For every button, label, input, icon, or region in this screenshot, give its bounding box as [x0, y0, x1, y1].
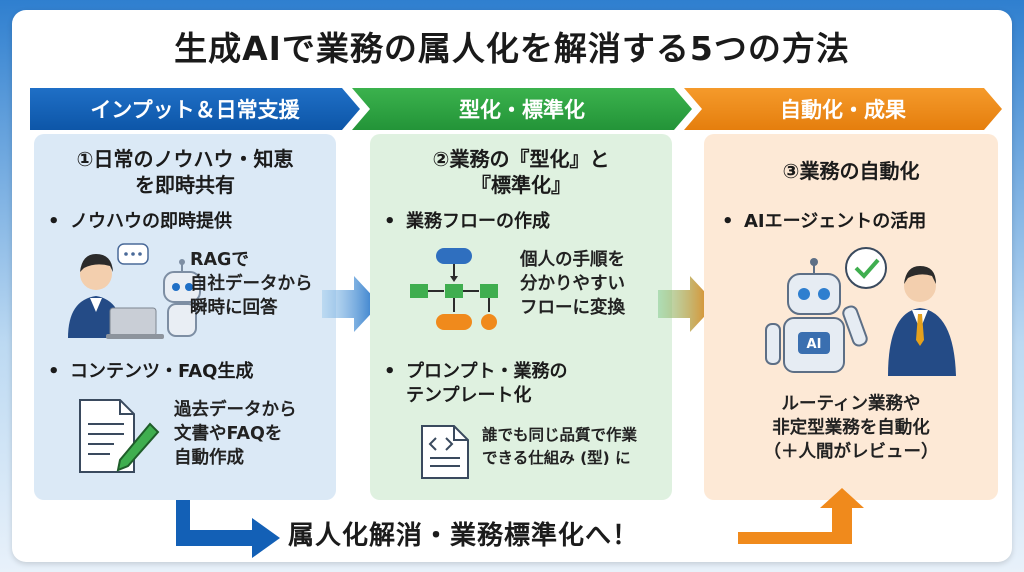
- person-laptop-robot-icon: [68, 243, 201, 339]
- step1-title-line1: ①日常のノウハウ・知恵: [76, 147, 294, 171]
- code-document-icon: [421, 425, 469, 479]
- step1-header: インプット＆日常支援: [30, 88, 360, 130]
- step1-title-line2: を即時共有: [135, 173, 235, 197]
- step3-bullet1-label: AIエージェントの活用: [744, 211, 927, 232]
- desc-line: 非定型業務を自動化: [772, 418, 930, 438]
- desc-line: （＋人間がレビュー）: [763, 442, 939, 462]
- step2-bullet2-desc: 誰でも同じ品質で作業 できる仕組み (型) に: [482, 424, 637, 470]
- arrow-right-icon: [322, 276, 380, 332]
- desc-line: 自社データから: [190, 274, 313, 294]
- step2-bullet1: •業務フローの作成: [384, 211, 550, 232]
- step1-panel: ①日常のノウハウ・知恵 を即時共有 •ノウハウの即時提供 RAGで 自社データか…: [34, 134, 336, 500]
- step2-title-line1: ②業務の『型化』と: [432, 147, 610, 171]
- step2-bullet1-label: 業務フローの作成: [406, 211, 550, 232]
- page-title: 生成AIで業務の属人化を解消する5つの方法: [174, 29, 850, 68]
- bottom-right-arrow-icon: [738, 488, 864, 544]
- step2-title-line2: 『標準化』: [471, 173, 571, 197]
- step1-bullet1-label: ノウハウの即時提供: [70, 211, 232, 232]
- desc-line: 自動作成: [174, 448, 244, 468]
- desc-line: RAGで: [190, 250, 249, 270]
- step2-panel: ②業務の『型化』と 『標準化』 •業務フローの作成 個人の手順を 分かりやすい …: [370, 134, 672, 500]
- document-pen-icon: [79, 399, 160, 473]
- step2-bullet2: •プロンプト・業務の テンプレート化: [384, 361, 568, 406]
- step3-bullet1-desc: ルーティン業務や 非定型業務を自動化 （＋人間がレビュー）: [704, 392, 998, 464]
- step2-bullet2-label-line1: プロンプト・業務の: [406, 361, 568, 382]
- bottom-message: 属人化解消・業務標準化へ！: [288, 521, 640, 551]
- desc-line: できる仕組み (型) に: [482, 449, 631, 467]
- step3-panel: ③業務の自動化 •AIエージェントの活用 AI ルーティン業務や 非定型業務を自…: [704, 134, 998, 500]
- step1-bullet1: •ノウハウの即時提供: [48, 211, 232, 232]
- step2-header: 型化・標準化: [352, 88, 692, 130]
- step1-bullet2: •コンテンツ・FAQ生成: [48, 361, 254, 382]
- robot-businessman-icon: AI: [765, 247, 956, 376]
- desc-line: 瞬時に回答: [190, 298, 278, 318]
- step3-title: ③業務の自動化: [782, 159, 920, 183]
- step2-bullet2-label-line2: テンプレート化: [406, 385, 532, 406]
- step2-bullet1-desc: 個人の手順を 分かりやすい フローに変換: [520, 248, 625, 320]
- desc-line: ルーティン業務や: [781, 394, 921, 414]
- desc-line: 分かりやすい: [520, 274, 625, 294]
- desc-line: 誰でも同じ品質で作業: [482, 426, 638, 444]
- step3-header: 自動化・成果: [684, 88, 1002, 130]
- desc-line: 文書やFAQを: [174, 424, 283, 444]
- step3-bullet1: •AIエージェントの活用: [722, 211, 927, 232]
- robot-badge: AI: [807, 337, 822, 352]
- step1-bullet1-desc: RAGで 自社データから 瞬時に回答: [190, 248, 313, 320]
- desc-line: 個人の手順を: [520, 250, 625, 270]
- desc-line: フローに変換: [520, 298, 625, 318]
- bottom-left-arrow-icon: [176, 500, 280, 558]
- step1-bullet2-desc: 過去データから 文書やFAQを 自動作成: [174, 398, 297, 470]
- arrow-right-icon: [658, 276, 716, 332]
- desc-line: 過去データから: [174, 400, 297, 420]
- step1-bullet2-label: コンテンツ・FAQ生成: [70, 361, 254, 382]
- flowchart-icon: [410, 248, 498, 330]
